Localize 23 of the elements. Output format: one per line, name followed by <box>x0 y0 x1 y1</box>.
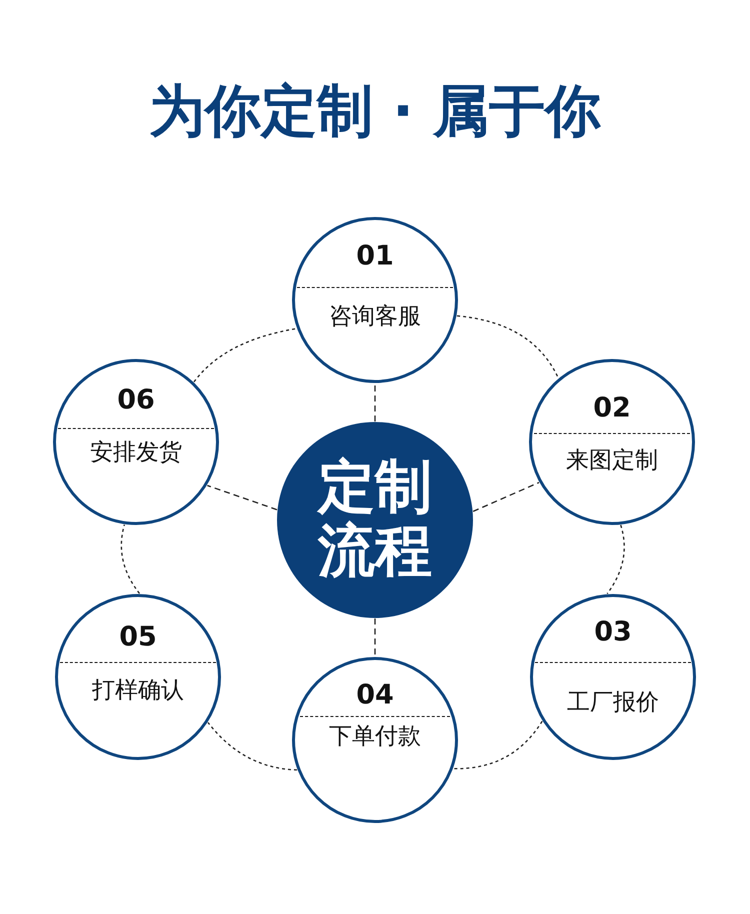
step-number: 02 <box>593 394 631 422</box>
connector-arc <box>208 722 298 771</box>
step-label: 工厂报价 <box>567 692 659 714</box>
hub-label: 定制流程 <box>316 456 433 584</box>
step-number: 04 <box>356 682 394 708</box>
title: 为你定制 · 属于你 <box>148 84 602 140</box>
step-number: 01 <box>356 242 394 270</box>
connector-line <box>472 482 540 512</box>
connector-arc <box>120 524 140 594</box>
step-label: 下单付款 <box>329 726 421 748</box>
step-number: 06 <box>117 386 155 414</box>
connector-line <box>374 618 376 656</box>
step-label: 咨询客服 <box>329 306 421 328</box>
step-label: 打样确认 <box>92 680 184 702</box>
step-label: 来图定制 <box>566 450 658 472</box>
step-number: 03 <box>594 618 632 646</box>
connector-line <box>374 384 376 422</box>
connector-arc <box>454 720 543 770</box>
step-number: 05 <box>119 624 157 650</box>
connector-arc <box>606 524 625 594</box>
step-label: 安排发货 <box>90 442 182 464</box>
connector-arc <box>456 315 559 378</box>
connector-line <box>207 484 278 510</box>
